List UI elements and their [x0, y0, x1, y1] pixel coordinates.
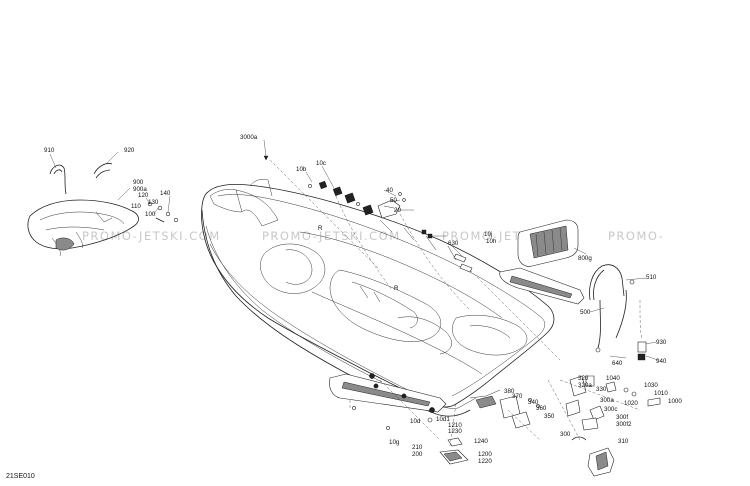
callout-910: 910 — [44, 147, 55, 154]
svg-text:R: R — [318, 225, 323, 232]
callout-1020: 1020 — [624, 400, 638, 407]
callout-340: 340 — [528, 399, 539, 406]
callout-10g: 10g — [389, 439, 400, 446]
handle-920 — [93, 163, 113, 175]
callout-10c: 10c — [316, 160, 326, 167]
callout-10h: 10h — [486, 238, 497, 245]
callout-370: 370 — [512, 393, 523, 400]
callout-930: 930 — [656, 339, 667, 346]
callout-120: 120 — [138, 192, 149, 199]
callout-3000a: 3000a — [240, 134, 258, 141]
callout-1220: 1220 — [478, 458, 492, 465]
callout-1000: 1000 — [668, 398, 682, 405]
svg-text:R: R — [394, 285, 399, 292]
callout-640: 640 — [612, 360, 623, 367]
callout-330: 330 — [596, 386, 607, 393]
callout-900: 900 — [133, 179, 144, 186]
callout-1200: 1200 — [478, 451, 492, 458]
rear-hardware — [565, 341, 661, 477]
callout-1040: 1040 — [606, 375, 620, 382]
callout-510: 510 — [646, 274, 657, 281]
callout-10d: 10d — [410, 418, 421, 425]
top-fasteners — [263, 155, 473, 273]
lower-pads — [329, 267, 585, 465]
callout-210: 210 — [412, 444, 423, 451]
callout-320a: 320a — [578, 382, 592, 389]
callout-320: 320 — [578, 375, 589, 382]
callout-1010: 1010 — [654, 390, 668, 397]
callout-630: 630 — [448, 240, 459, 247]
callout-200: 200 — [412, 451, 423, 458]
callout-40: 40 — [386, 187, 393, 194]
callout-900a: 900a — [133, 186, 147, 193]
callout-920: 920 — [124, 147, 135, 154]
intake-grate-800g — [517, 219, 579, 267]
front-storage-assembly — [27, 163, 179, 257]
callout-300f: 300f — [616, 414, 628, 421]
watermark-text-4: PROMO- — [608, 229, 664, 243]
callouts: 910 920 900 900a 120 140 110 130 100 300… — [44, 134, 682, 465]
callout-140: 140 — [160, 190, 171, 197]
callout-20: 20 — [394, 207, 401, 214]
figure-id: 21SE010 — [6, 473, 35, 480]
callout-1030: 1030 — [644, 382, 658, 389]
callout-300: 300 — [560, 431, 571, 438]
callout-50: 50 — [390, 197, 397, 204]
callout-1210: 1210 — [448, 422, 462, 429]
callout-310: 310 — [618, 438, 629, 445]
callout-940: 940 — [656, 358, 667, 365]
handle-910 — [49, 164, 67, 195]
callout-10d1: 10d1 — [436, 416, 450, 423]
watermark-text-2: PROMO-JETSKI.COM — [262, 229, 401, 243]
callout-300c: 300c — [604, 406, 617, 413]
callout-350: 350 — [544, 413, 555, 420]
callout-10j: 10j — [484, 231, 492, 238]
callout-500: 500 — [580, 309, 591, 316]
callout-300a: 300a — [600, 397, 614, 404]
callout-110: 110 — [131, 203, 141, 210]
callout-360: 360 — [536, 405, 547, 412]
callout-100: 100 — [145, 211, 156, 218]
callout-800g: 800g — [578, 255, 592, 262]
callout-300f2: 300f2 — [616, 421, 632, 428]
rear-handle-500 — [589, 264, 635, 353]
hull-drawing: R R — [201, 179, 555, 417]
callout-1240: 1240 — [474, 438, 488, 445]
leader-lines — [49, 139, 659, 447]
callout-380: 380 — [504, 388, 515, 395]
watermark-text-1: PROMO-JETSKI.COM — [82, 229, 221, 243]
callout-1230: 1230 — [448, 428, 462, 435]
callout-10b: 10b — [296, 166, 307, 173]
callout-130: 130 — [148, 199, 159, 206]
